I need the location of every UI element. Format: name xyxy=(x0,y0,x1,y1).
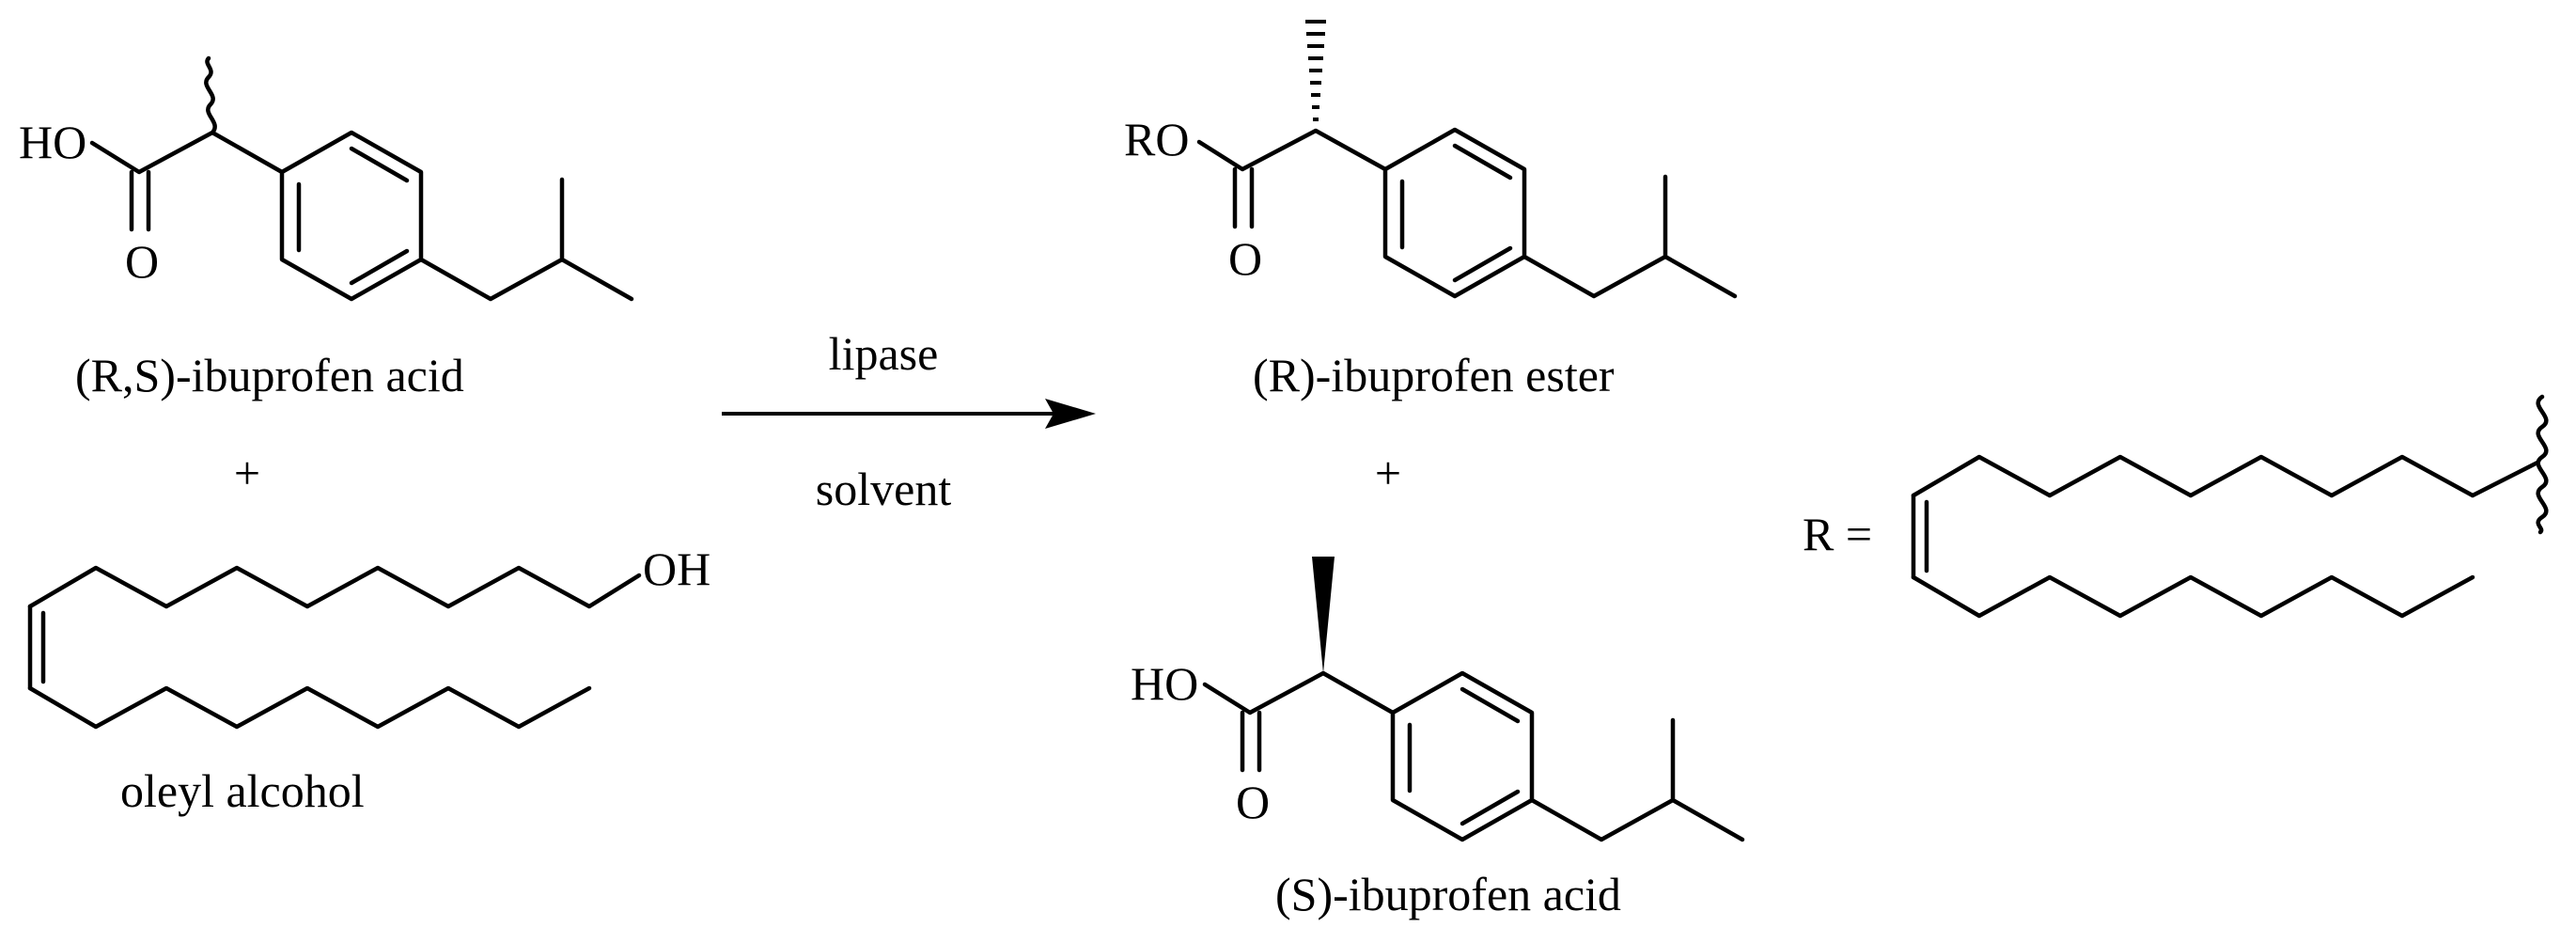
r-group-label: R = xyxy=(1803,508,1872,560)
alkoxy-atom-label: RO xyxy=(1124,113,1189,165)
plus-sign-products: + xyxy=(1375,447,1401,499)
oleyl-upper-chain xyxy=(27,565,642,609)
hydroxyl-atom-label: HO xyxy=(19,116,86,168)
s-acid-carbonyl-oxygen-label: O xyxy=(1236,776,1270,828)
r-ester-caption: (R)-ibuprofen ester xyxy=(1253,349,1615,401)
r-group-lower-chain xyxy=(1911,574,2475,619)
hashed-wedge-bond xyxy=(1305,20,1326,121)
attachment-point-wavy-line xyxy=(2536,394,2549,535)
cis-double-bond xyxy=(27,604,46,691)
ester-skeleton-bonds xyxy=(1196,127,1738,299)
acid-skeleton-bonds xyxy=(89,130,634,302)
oleyl-alcohol-caption: oleyl alcohol xyxy=(120,764,365,817)
solid-wedge-bond xyxy=(1312,557,1335,673)
r-group-cis-double-bond xyxy=(1911,493,1929,580)
oleyl-lower-chain xyxy=(27,685,592,730)
s-acid-caption: (S)-ibuprofen acid xyxy=(1275,868,1621,920)
r-group-definition: R = xyxy=(1803,394,2549,619)
wavy-stereo-bond xyxy=(204,55,217,135)
reaction-arrow: lipase solvent xyxy=(722,327,1096,515)
plus-sign-reactants: + xyxy=(234,447,260,499)
solvent-label: solvent xyxy=(816,463,952,515)
racemic-ibuprofen-acid-structure: HO O (R,S)-ibuprofen acid xyxy=(19,55,634,401)
oleyl-alcohol-structure: OH oleyl alcohol xyxy=(27,542,710,817)
arrow-head xyxy=(1045,399,1096,429)
s-ibuprofen-acid-structure: HO O (S)-ibuprofen acid xyxy=(1131,557,1745,920)
s-acid-skeleton-bonds xyxy=(1202,670,1745,842)
r-group-upper-chain xyxy=(1911,454,2540,498)
alcohol-hydroxyl-label: OH xyxy=(643,542,710,595)
s-acid-hydroxyl-label: HO xyxy=(1131,657,1198,710)
catalyst-label: lipase xyxy=(829,327,939,380)
ester-carbonyl-oxygen-label: O xyxy=(1228,232,1262,285)
r-ibuprofen-ester-structure: RO O (R)-ibuprofen ester xyxy=(1124,20,1738,401)
carbonyl-oxygen-label: O xyxy=(125,235,159,288)
racemic-acid-caption: (R,S)-ibuprofen acid xyxy=(75,349,464,401)
